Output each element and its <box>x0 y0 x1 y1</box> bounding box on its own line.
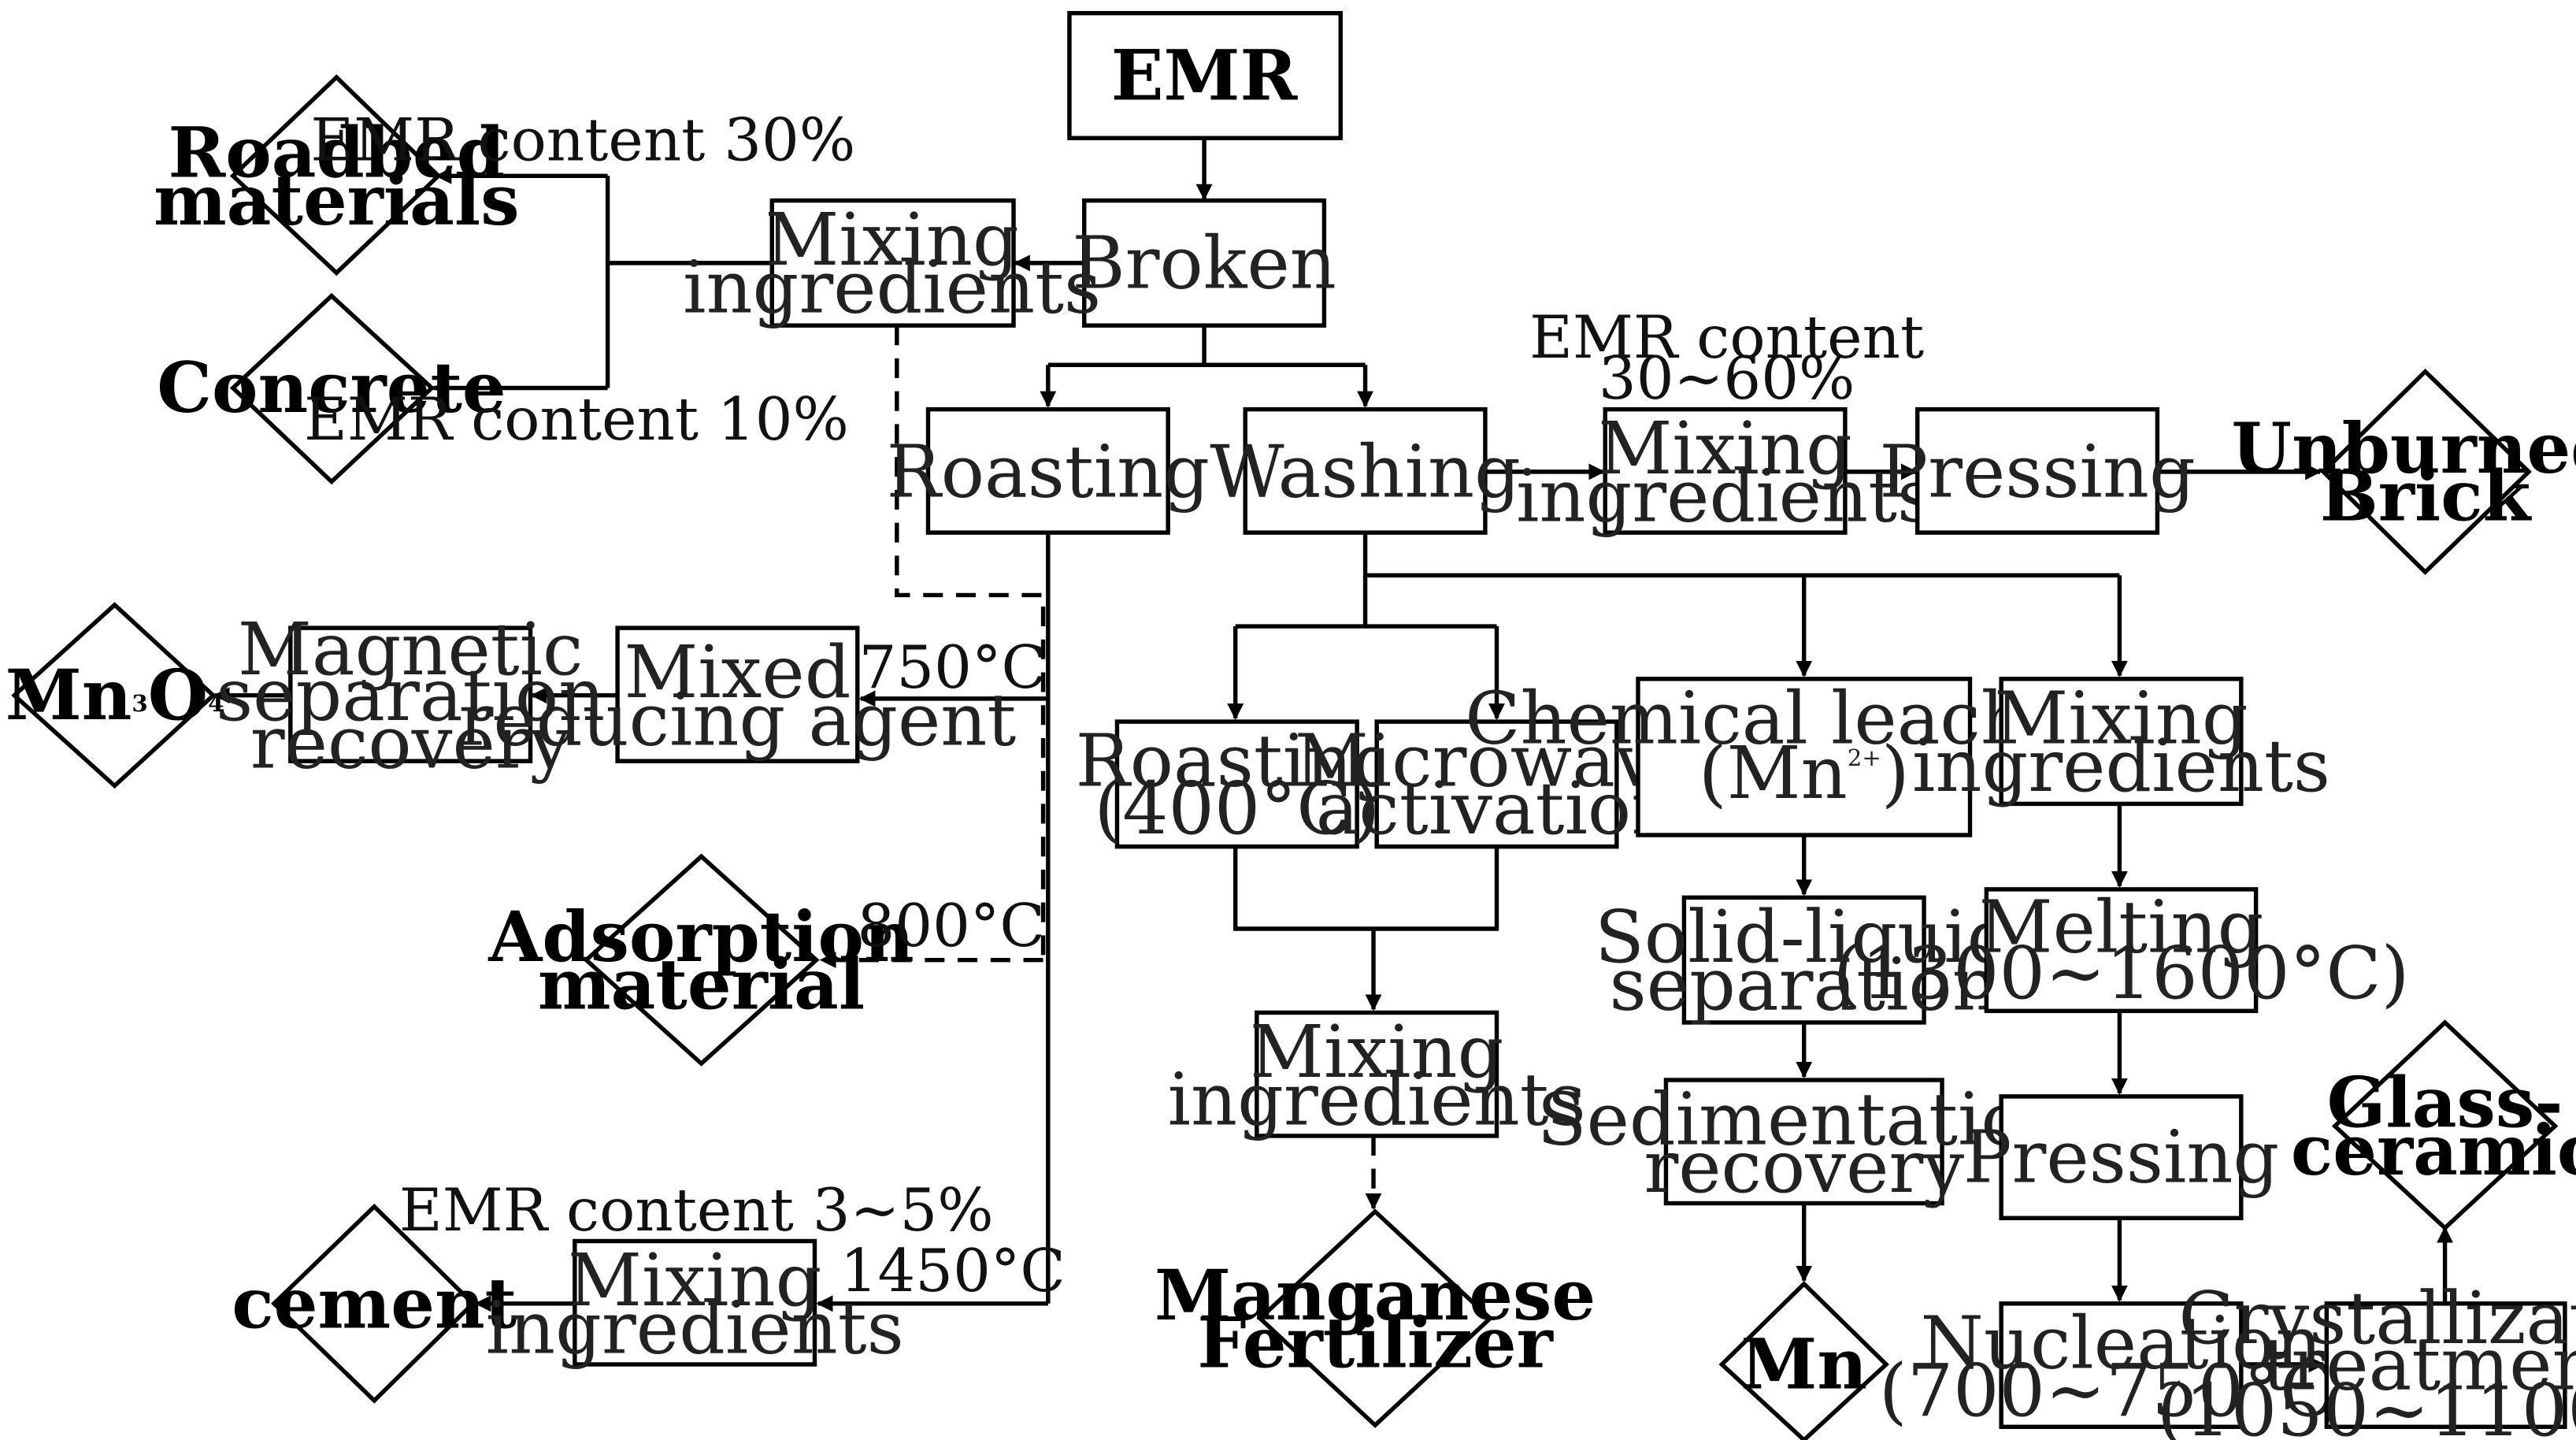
node-mixing-ingredients-fertilizer: Mixing ingredients <box>1168 1010 1586 1142</box>
svg-text:(1300~1600°C): (1300~1600°C) <box>1833 931 2410 1015</box>
label-emr-content-10: EMR content 10% <box>304 384 849 454</box>
svg-text:(Mn2+): (Mn2+) <box>1699 730 1910 815</box>
svg-text:Mixing: Mixing <box>1598 406 1851 491</box>
svg-text:Nucleation: Nucleation <box>1921 1301 2322 1385</box>
node-adsorption-material: Adsorption material <box>487 853 914 1067</box>
svg-text:Concrete: Concrete <box>157 347 506 429</box>
svg-text:Broken: Broken <box>1072 221 1336 305</box>
svg-text:Mn3O4: Mn3O4 <box>6 655 224 736</box>
svg-text:recovery: recovery <box>1644 1125 1964 1209</box>
svg-text:Roadbed: Roadbed <box>168 113 505 194</box>
label-emr-content-30: EMR content 30% <box>310 105 855 174</box>
svg-text:ingredients: ingredients <box>1168 1058 1586 1142</box>
node-magnetic-separation-recovery: Magnetic separation recovery <box>216 607 605 785</box>
node-sedimentation-recovery: Sedimentation recovery <box>1537 1078 2071 1210</box>
svg-text:Sedimentation: Sedimentation <box>1537 1078 2071 1162</box>
node-mixing-ingredients-top: Mixing ingredients <box>683 198 1101 330</box>
node-mixed-reducing-agent: Mixed reducing agent <box>459 625 1017 763</box>
svg-text:recovery: recovery <box>250 701 571 785</box>
svg-text:Brick: Brick <box>2320 456 2533 537</box>
mn2-close: ) <box>1881 730 1910 815</box>
svg-text:activation: activation <box>1316 766 1678 851</box>
node-roadbed-materials: Roadbed materials <box>154 74 520 276</box>
svg-text:Pressing: Pressing <box>1879 429 2195 514</box>
svg-text:separation: separation <box>216 653 605 737</box>
node-mixing-ingredients-cement: Mixing ingredients <box>486 1238 904 1371</box>
mn2-base: (Mn <box>1699 730 1848 815</box>
node-mn3o4: Mn3O4 <box>6 602 224 789</box>
label-emr-content-30-60-line2: 30~60% <box>1599 343 1855 413</box>
svg-text:Mixing: Mixing <box>568 1238 821 1323</box>
svg-text:treatment: treatment <box>2263 1323 2576 1407</box>
node-concrete: Concrete <box>157 292 506 485</box>
node-broken: Broken <box>1072 198 1336 328</box>
svg-text:(400°C): (400°C) <box>1094 766 1380 851</box>
svg-text:Mixed: Mixed <box>624 630 851 714</box>
svg-text:EMR: EMR <box>1111 35 1299 116</box>
node-pressing-glass: Pressing <box>1963 1094 2279 1221</box>
svg-text:Washing: Washing <box>1210 429 1521 514</box>
svg-text:Solid-liquid: Solid-liquid <box>1595 895 2013 979</box>
node-pressing-brick: Pressing <box>1879 406 2196 535</box>
svg-text:Mixing: Mixing <box>1250 1010 1503 1094</box>
node-crystallization-treatment: Crystallization treatment (1050~1100°C) <box>2157 1276 2576 1440</box>
node-microwave-activation: Microwave activation <box>1295 719 1699 852</box>
label-800c: 800°C <box>858 891 1045 960</box>
svg-text:ceramic: ceramic <box>2291 1110 2576 1191</box>
svg-text:reducing agent: reducing agent <box>459 678 1017 763</box>
svg-text:Magnetic: Magnetic <box>238 607 584 692</box>
node-roasting: Roasting <box>887 406 1210 535</box>
svg-text:(700~750°C): (700~750°C) <box>1879 1349 2363 1433</box>
node-manganese-fertilizer: Manganese Fertilizer <box>1155 1208 1596 1428</box>
label-1450c: 1450°C <box>840 1236 1066 1305</box>
svg-text:Mn: Mn <box>1740 1324 1867 1405</box>
svg-text:ingredients: ingredients <box>683 246 1101 330</box>
svg-text:Manganese: Manganese <box>1155 1255 1596 1336</box>
svg-text:Fertilizer: Fertilizer <box>1197 1302 1554 1383</box>
svg-text:(1050~1100°C): (1050~1100°C) <box>2157 1368 2576 1440</box>
node-glass-ceramic: Glass- ceramic <box>2291 1019 2576 1231</box>
svg-text:Melting: Melting <box>1979 885 2264 969</box>
svg-text:ingredients: ingredients <box>486 1286 904 1371</box>
node-washing: Washing <box>1210 406 1521 535</box>
svg-text:cement: cement <box>232 1263 517 1344</box>
svg-text:Unburned: Unburned <box>2232 408 2576 489</box>
node-cement: cement <box>232 1203 517 1404</box>
mn2-charge: 2+ <box>1848 744 1881 771</box>
svg-text:ingredients: ingredients <box>1912 724 2330 808</box>
label-750c: 750°C <box>859 633 1047 702</box>
label-emr-content-30-60-line1: EMR content <box>1529 302 1924 372</box>
svg-text:Microwave: Microwave <box>1295 719 1699 804</box>
svg-text:Pressing: Pressing <box>1963 1115 2279 1200</box>
svg-text:Roasting: Roasting <box>1076 719 1399 804</box>
svg-text:separation: separation <box>1610 942 1999 1026</box>
svg-text:Glass-: Glass- <box>2327 1063 2563 1144</box>
node-mn: Mn <box>1718 1280 1890 1440</box>
svg-text:Adsorption: Adsorption <box>487 896 914 978</box>
svg-text:material: material <box>538 944 865 1025</box>
svg-text:Mixing: Mixing <box>765 198 1018 282</box>
svg-text:Mixing: Mixing <box>1994 676 2248 760</box>
connectors <box>213 138 2454 1373</box>
svg-text:Crystallization: Crystallization <box>2178 1276 2576 1360</box>
label-emr-content-3-5: EMR content 3~5% <box>399 1175 994 1245</box>
node-mixing-ingredients-brick: Mixing ingredients <box>1516 406 1934 539</box>
node-unburned-brick: Unburned Brick <box>2232 368 2576 575</box>
node-melting: Melting (1300~1600°C) <box>1833 885 2410 1015</box>
node-roasting-400: Roasting (400°C) <box>1076 719 1399 852</box>
svg-text:Roasting: Roasting <box>887 429 1210 514</box>
node-solid-liquid-separation: Solid-liquid separation <box>1595 895 2013 1027</box>
svg-text:materials: materials <box>154 160 520 241</box>
node-nucleation: Nucleation (700~750°C) <box>1879 1301 2363 1433</box>
svg-text:ingredients: ingredients <box>1516 455 1934 539</box>
node-mixing-ingredients-glass: Mixing ingredients <box>1912 676 2330 808</box>
node-emr: EMR <box>1067 10 1343 141</box>
